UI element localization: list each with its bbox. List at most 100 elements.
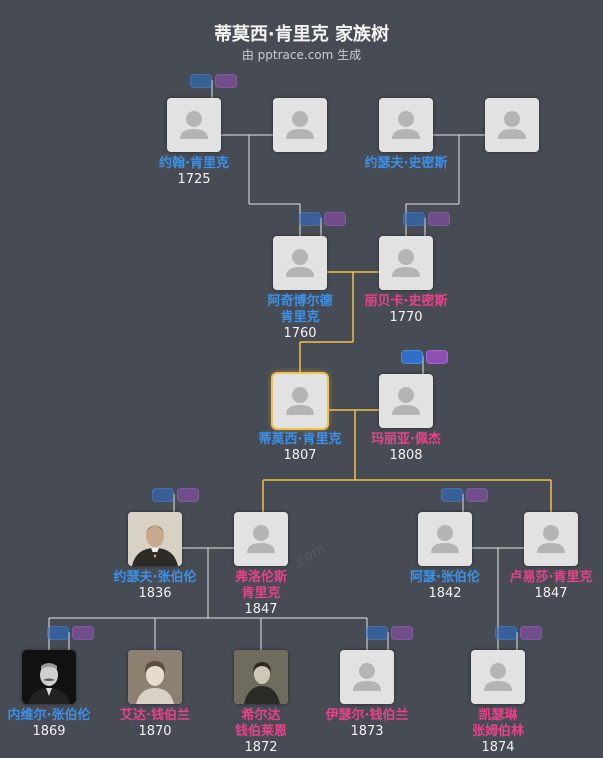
expand-mother-icon[interactable] <box>324 212 346 226</box>
person-name-line: 蒂莫西·肯里克 <box>258 432 342 447</box>
person-name[interactable]: 艾达·钱伯兰 <box>94 708 216 724</box>
person-photo[interactable] <box>167 98 221 152</box>
person-placeholder-icon <box>431 525 459 553</box>
person-photo[interactable] <box>273 98 327 152</box>
expand-toggle[interactable] <box>495 626 543 640</box>
expand-father-icon[interactable] <box>441 488 463 502</box>
expand-father-icon[interactable] <box>47 626 69 640</box>
person-birth-year: 1725 <box>177 172 211 187</box>
expand-mother-icon[interactable] <box>215 74 237 88</box>
person-name[interactable]: 约翰·肯里克 <box>133 156 255 172</box>
expand-toggle[interactable] <box>152 488 200 502</box>
person-name[interactable]: 玛丽亚·佩杰 <box>345 432 467 448</box>
page-title: 蒂莫西·肯里克 家族树 <box>213 24 390 45</box>
person-birth-year: 1760 <box>283 326 317 341</box>
photo-woman-icon <box>128 650 182 704</box>
person-name-line: 约瑟夫·史密斯 <box>364 156 448 171</box>
expand-mother-icon[interactable] <box>426 350 448 364</box>
expand-father-icon[interactable] <box>299 212 321 226</box>
expand-father-icon[interactable] <box>403 212 425 226</box>
person-photo[interactable] <box>128 650 182 704</box>
person-placeholder-icon <box>286 249 314 277</box>
person-name-line: 肯里克 <box>280 310 320 325</box>
photo-man-suit-icon <box>128 512 182 566</box>
person-name[interactable]: 丽贝卡·史密斯 <box>345 294 467 310</box>
expand-toggle[interactable] <box>441 488 489 502</box>
person-placeholder-icon <box>286 387 314 415</box>
person-photo[interactable] <box>485 98 539 152</box>
person-name-line: 伊瑟尔·钱伯兰 <box>325 708 409 723</box>
person-photo[interactable] <box>471 650 525 704</box>
person-name[interactable]: 约瑟夫·张伯伦 <box>94 570 216 586</box>
person-photo[interactable] <box>379 236 433 290</box>
expand-mother-icon[interactable] <box>466 488 488 502</box>
person-birth-year: 1808 <box>389 448 423 463</box>
expand-father-icon[interactable] <box>152 488 174 502</box>
person-photo[interactable] <box>379 374 433 428</box>
expand-father-icon[interactable] <box>190 74 212 88</box>
expand-father-icon[interactable] <box>366 626 388 640</box>
person-name[interactable]: 凯瑟琳张姆伯林 <box>437 708 559 740</box>
person-name[interactable]: 希尔达钱伯莱恩 <box>200 708 322 740</box>
person-name[interactable]: 弗洛伦斯肯里克 <box>200 570 322 602</box>
expand-mother-icon[interactable] <box>72 626 94 640</box>
person-birth-year: 1770 <box>389 310 423 325</box>
expand-mother-icon[interactable] <box>520 626 542 640</box>
person-photo[interactable] <box>234 650 288 704</box>
person-birth-year: 1874 <box>481 740 515 755</box>
expand-father-icon[interactable] <box>401 350 423 364</box>
person-name-line: 丽贝卡·史密斯 <box>364 294 448 309</box>
person-name[interactable]: 阿瑟·张伯伦 <box>384 570 506 586</box>
expand-toggle[interactable] <box>403 212 451 226</box>
expand-mother-icon[interactable] <box>428 212 450 226</box>
person-birth-year: 1873 <box>350 724 384 739</box>
person-photo[interactable] <box>524 512 578 566</box>
person-birth-year: 1847 <box>244 602 278 617</box>
expand-toggle[interactable] <box>190 74 238 88</box>
person-name-line: 弗洛伦斯 <box>234 570 287 585</box>
person-photo[interactable] <box>340 650 394 704</box>
person-name[interactable]: 卢易莎·肯里克 <box>490 570 603 586</box>
person-name-line: 阿瑟·张伯伦 <box>410 570 480 585</box>
person-name[interactable]: 约瑟夫·史密斯 <box>345 156 467 172</box>
person-name-line: 希尔达 <box>241 708 281 723</box>
person-photo[interactable] <box>234 512 288 566</box>
expand-father-icon[interactable] <box>495 626 517 640</box>
person-photo[interactable] <box>22 650 76 704</box>
expand-toggle[interactable] <box>299 212 347 226</box>
person-photo[interactable] <box>418 512 472 566</box>
person-placeholder-icon <box>180 111 208 139</box>
person-name-line: 卢易莎·肯里克 <box>509 570 593 585</box>
person-name[interactable]: 伊瑟尔·钱伯兰 <box>306 708 428 724</box>
person-name[interactable]: 阿奇博尔德肯里克 <box>239 294 361 326</box>
person-name[interactable]: 内维尔·张伯伦 <box>0 708 110 724</box>
person-birth-year: 1869 <box>32 724 66 739</box>
expand-toggle[interactable] <box>366 626 414 640</box>
expand-toggle[interactable] <box>47 626 95 640</box>
person-photo[interactable] <box>271 372 329 430</box>
expand-toggle[interactable] <box>401 350 449 364</box>
person-name[interactable]: 蒂莫西·肯里克 <box>239 432 361 448</box>
person-name-line: 凯瑟琳 <box>478 708 518 723</box>
person-name-line: 玛丽亚·佩杰 <box>371 432 441 447</box>
person-placeholder-icon <box>392 249 420 277</box>
person-name-line: 张姆伯林 <box>471 724 524 739</box>
person-placeholder-icon <box>353 663 381 691</box>
person-name-line: 约瑟夫·张伯伦 <box>113 570 197 585</box>
person-name-line: 约翰·肯里克 <box>159 156 229 171</box>
expand-mother-icon[interactable] <box>177 488 199 502</box>
person-placeholder-icon <box>484 663 512 691</box>
photo-man-mustache-icon <box>22 650 76 704</box>
person-birth-year: 1842 <box>428 586 462 601</box>
expand-mother-icon[interactable] <box>391 626 413 640</box>
person-name-line: 阿奇博尔德 <box>267 294 333 309</box>
person-birth-year: 1872 <box>244 740 278 755</box>
person-placeholder-icon <box>247 525 275 553</box>
person-birth-year: 1870 <box>138 724 172 739</box>
person-photo[interactable] <box>273 236 327 290</box>
person-placeholder-icon <box>392 111 420 139</box>
person-photo[interactable] <box>379 98 433 152</box>
person-photo[interactable] <box>128 512 182 566</box>
person-placeholder-icon <box>537 525 565 553</box>
